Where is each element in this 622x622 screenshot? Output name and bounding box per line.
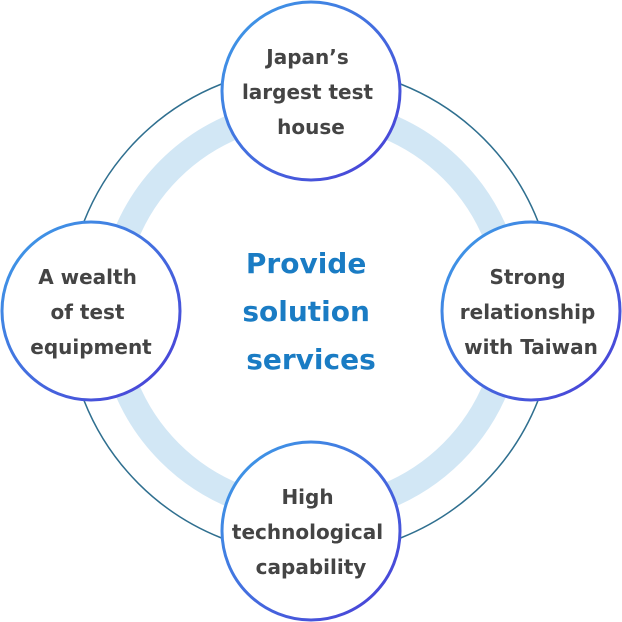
node-right: Strong relationship with Taiwan xyxy=(440,220,622,402)
node-left-label: A wealth of test equipment xyxy=(30,265,152,359)
center-line-1: Provide xyxy=(246,247,366,280)
center-line-2: solution xyxy=(242,295,370,328)
node-bottom-circle xyxy=(220,440,402,622)
center-label: Provide solution services xyxy=(242,247,379,376)
node-right-label: Strong relationship with Taiwan xyxy=(460,265,602,359)
node-top-line-2: largest test xyxy=(242,80,374,104)
node-bottom-line-3: capability xyxy=(256,555,367,579)
node-left-line-2: of test xyxy=(51,300,125,324)
node-top-line-3: house xyxy=(277,115,345,139)
node-right-line-2: relationship xyxy=(460,300,596,324)
node-top-line-1: Japan’s xyxy=(264,45,349,69)
center-line-3: services xyxy=(246,343,376,376)
node-left-line-3: equipment xyxy=(30,335,152,359)
node-right-line-1: Strong xyxy=(489,265,565,289)
node-right-circle xyxy=(440,220,622,402)
node-top-label: Japan’s largest test house xyxy=(242,45,380,139)
node-left-circle xyxy=(0,220,182,402)
node-left-line-1: A wealth xyxy=(38,265,137,289)
node-bottom-line-2: technological xyxy=(232,520,383,544)
node-bottom-line-1: High xyxy=(281,485,333,509)
node-left: A wealth of test equipment xyxy=(0,220,182,402)
node-top-circle xyxy=(220,0,402,182)
node-right-line-3: with Taiwan xyxy=(464,335,598,359)
node-top: Japan’s largest test house xyxy=(220,0,402,182)
node-bottom-label: High technological capability xyxy=(232,485,390,579)
node-bottom: High technological capability xyxy=(220,440,402,622)
